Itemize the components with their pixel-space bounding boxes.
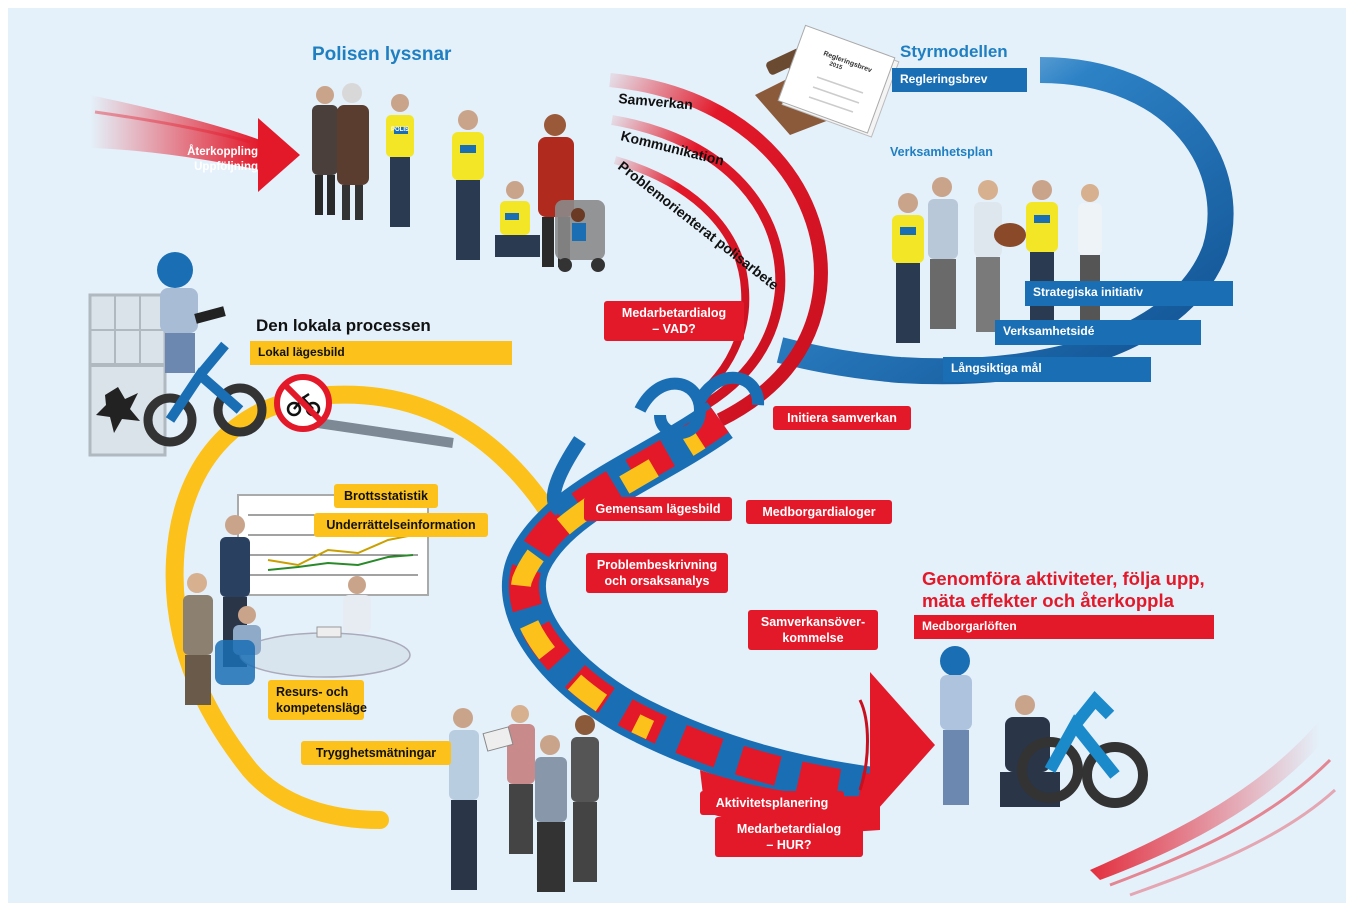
yellow-loop: [165, 385, 569, 829]
stroller-figure: [555, 200, 605, 272]
callout-medarbetardialog-hur: Medarbetardialog – HUR?: [715, 817, 863, 857]
callout-problem-line-2: och orsaksanalys: [604, 574, 710, 588]
person-figure: [928, 177, 958, 329]
genomfora-title-line-1: Genomföra aktiviteter, följa upp,: [922, 568, 1205, 589]
person-figure: [343, 576, 371, 633]
callout-trygghet: Trygghetsmätningar: [301, 741, 451, 765]
arc-label-problemorienterat: Problemorienterat polisarbete: [615, 158, 782, 293]
person-figure: [183, 573, 213, 705]
person-figure: [482, 705, 535, 854]
lokal-lagesbild-bar: Lokal lägesbild: [250, 341, 512, 365]
callout-aktivitetsplanering: Aktivitetsplanering: [700, 791, 844, 815]
callout-hur-line-1: Medarbetardialog: [736, 822, 842, 836]
styrmodellen-title: Styrmodellen: [900, 42, 1008, 61]
person-figure: [535, 735, 567, 892]
person-figure: [449, 708, 479, 890]
verksamhetsplan-label: Verksamhetsplan: [890, 145, 993, 159]
document-year: 2015: [828, 61, 843, 71]
person-figure: [337, 83, 369, 220]
lokala-processen-title: Den lokala processen: [256, 316, 431, 335]
callout-resurs-line-2: kompetensläge: [276, 701, 368, 715]
whiteboard-chart: [237, 494, 429, 596]
callout-hur-line-2: – HUR?: [766, 838, 812, 852]
callout-resurs-line-1: Resurs- och: [276, 685, 349, 699]
no-moped-sign-icon: [274, 374, 454, 448]
callout-underrattelse: Underrättelseinformation: [314, 513, 488, 537]
feedback-arrow-label: Återkoppling Uppföljning: [150, 145, 258, 175]
regleringsbrev-document: Regleringsbrev 2015: [755, 24, 900, 138]
callout-samverkansoverkommelse: Samverkansöver- kommelse: [748, 610, 878, 650]
callout-vad-line-2: – VAD?: [652, 322, 696, 336]
arrow-label-line-1: Återkoppling: [187, 146, 258, 158]
police-officer-crouching-figure: [1000, 695, 1060, 807]
braided-rope: [502, 371, 883, 812]
callout-samverkans-line-2: kommelse: [782, 631, 844, 645]
police-officer-figure: [452, 110, 484, 260]
red-arc-strand-3: [613, 156, 750, 398]
callout-problem-line-1: Problembeskrivning: [596, 558, 718, 572]
step-bar-langsiktiga: Långsiktiga mål: [943, 357, 1151, 382]
callout-resurs: Resurs- och kompetensläge: [268, 680, 368, 720]
genomfora-title: Genomföra aktiviteter, följa upp, mäta e…: [922, 568, 1205, 612]
callout-medarbetardialog-vad: Medarbetardialog – VAD?: [604, 301, 744, 341]
styrmodellen-blue-arc: [776, 57, 1234, 385]
people-group-listening: [312, 83, 605, 272]
arrow-label-line-2: Uppföljning: [194, 161, 258, 173]
meeting-people: [183, 515, 411, 705]
police-officer-figure: [892, 193, 924, 343]
person-figure: [974, 180, 1026, 332]
person-figure: [1078, 184, 1102, 330]
regleringsbrev-bar: Regleringsbrev: [892, 68, 1027, 92]
motorbike-rider: [143, 252, 267, 447]
people-group-planning: [892, 177, 1102, 343]
step-bar-strategiska: Strategiska initiativ: [1025, 281, 1233, 306]
person-figure: [571, 715, 599, 882]
genomfora-title-line-2: mäta effekter och återkoppla: [922, 590, 1174, 611]
callout-gemensam-lagesbild: Gemensam lägesbild: [584, 497, 732, 521]
callout-samverkans-line-1: Samverkansöver-: [760, 615, 866, 629]
police-officer-figure: [1026, 180, 1058, 332]
medborgarloften-bar: Medborgarlöften: [914, 615, 1214, 639]
person-figure: [312, 86, 338, 215]
callout-initiera-samverkan: Initiera samverkan: [773, 406, 911, 430]
feedback-arrow-left: [90, 95, 300, 192]
step-bar-verksamhetside: Verksamhetsidé: [995, 320, 1201, 345]
police-officer-figure: [386, 94, 414, 227]
person-figure: [215, 606, 261, 685]
right-red-swoosh: [1090, 720, 1337, 897]
people-group-discussing: [449, 705, 599, 892]
polisen-lyssnar-title: Polisen lyssnar: [312, 44, 452, 65]
motorbike-inspection: [940, 646, 1148, 808]
police-officer-crouching-figure: [495, 181, 540, 257]
callout-vad-line-1: Medarbetardialog: [621, 306, 727, 320]
red-arc-strand-1: [609, 73, 828, 427]
callout-problembeskrivning: Problembeskrivning och orsaksanalys: [586, 553, 728, 593]
callout-brottsstatistik: Brottsstatistik: [334, 484, 438, 508]
arc-label-samverkan: Samverkan: [618, 90, 694, 112]
callout-medborgardialoger: Medborgardialoger: [746, 500, 892, 524]
police-vest-label: POLIS: [391, 127, 410, 133]
